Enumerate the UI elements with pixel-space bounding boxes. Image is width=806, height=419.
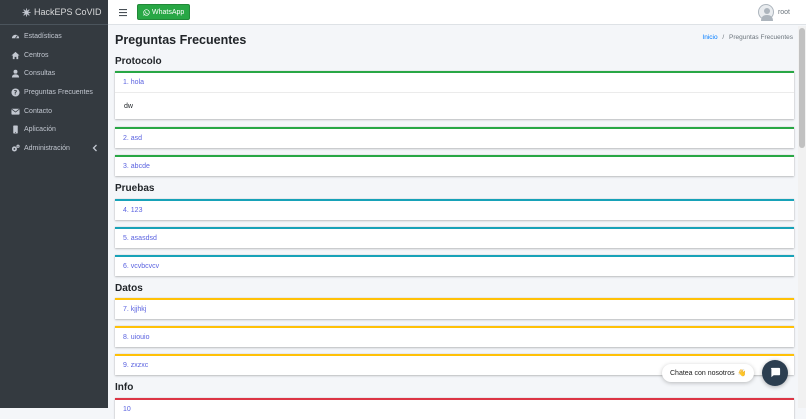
faq-card: 6. vcvbcvcv [115, 255, 794, 276]
breadcrumb-current: Preguntas Frecuentes [729, 34, 793, 41]
section-title-pruebas: Pruebas [115, 183, 155, 194]
faq-question-link[interactable]: 9. zxzxc [123, 362, 149, 369]
whatsapp-icon [143, 8, 150, 16]
svg-text:?: ? [14, 90, 18, 97]
faq-question-link[interactable]: 1. hola [123, 79, 145, 86]
faq-question-link[interactable]: 3. abcde [123, 163, 150, 170]
menu-toggle-icon[interactable] [116, 8, 130, 17]
chat-greeting-text: Chatea con nosotros [670, 369, 735, 377]
sidebar-item-administracion[interactable]: Administración [0, 139, 108, 158]
sidebar: HackEPS CoVID Estadísticas Centros Consu… [0, 0, 108, 408]
chat-launcher-button[interactable] [762, 360, 788, 386]
faq-question-link[interactable]: 2. asd [123, 135, 143, 142]
faq-question-link[interactable]: 7. kjjhkj [123, 306, 147, 313]
faq-card: 7. kjjhkj [115, 298, 794, 319]
whatsapp-button[interactable]: WhatsApp [137, 4, 191, 20]
faq-question-link[interactable]: 8. uiouio [123, 334, 150, 341]
sidebar-item-label: Administración [24, 144, 70, 152]
cogs-icon [11, 144, 20, 153]
breadcrumb-separator: / [722, 34, 725, 41]
faq-card: 1. hola dw [115, 71, 794, 119]
whatsapp-label: WhatsApp [152, 8, 185, 16]
username: root [777, 8, 790, 16]
page-title: Preguntas Frecuentes [115, 33, 247, 47]
faq-card: 2. asd [115, 127, 794, 148]
mobile-icon [11, 125, 20, 134]
sidebar-item-label: Preguntas Frecuentes [24, 88, 93, 96]
faq-card: 4. 123 [115, 199, 794, 220]
sidebar-item-label: Centros [24, 51, 49, 59]
breadcrumb-home-link[interactable]: Inicio [702, 34, 718, 41]
faq-card: 10 [115, 398, 794, 419]
user-doctor-icon [11, 69, 20, 78]
sidebar-item-contacto[interactable]: Contacto [0, 102, 108, 121]
faq-card: 8. uiouio [115, 326, 794, 347]
faq-question-link[interactable]: 10 [123, 406, 131, 413]
home-icon [11, 51, 20, 60]
page-scrollbar[interactable] [798, 26, 806, 408]
faq-card: 5. asasdsd [115, 227, 794, 248]
brand-title: HackEPS CoVID [34, 7, 102, 17]
sidebar-item-centros[interactable]: Centros [0, 46, 108, 65]
sidebar-item-label: Aplicación [24, 126, 56, 134]
breadcrumb: Inicio / Preguntas Frecuentes [702, 34, 793, 41]
faq-question-link[interactable]: 5. asasdsd [123, 235, 157, 242]
section-title-info: Info [115, 382, 134, 393]
sidebar-item-label: Consultas [24, 70, 56, 78]
chevron-left-icon [92, 144, 98, 154]
tachometer-icon [11, 32, 20, 41]
avatar [757, 4, 774, 21]
main-content: Preguntas Frecuentes Inicio / Preguntas … [108, 26, 798, 419]
section-title-protocolo: Protocolo [115, 56, 162, 67]
chat-icon [770, 367, 781, 380]
sidebar-item-consultas[interactable]: Consultas [0, 64, 108, 83]
faq-question-link[interactable]: 6. vcvbcvcv [123, 263, 160, 270]
waving-hand-icon: 👋 [737, 370, 747, 377]
faq-question-link[interactable]: 4. 123 [123, 207, 143, 214]
sidebar-item-label: Contacto [24, 107, 53, 115]
section-title-datos: Datos [115, 283, 143, 294]
virus-icon [22, 7, 31, 17]
faq-card: 3. abcde [115, 155, 794, 176]
sidebar-item-label: Estadísticas [24, 32, 62, 40]
user-menu[interactable]: root [757, 4, 790, 21]
sidebar-item-preguntas-frecuentes[interactable]: ? Preguntas Frecuentes [0, 83, 108, 102]
brand-link[interactable]: HackEPS CoVID [0, 0, 108, 25]
sidebar-item-aplicacion[interactable]: Aplicación [0, 120, 108, 139]
scrollbar-thumb[interactable] [799, 28, 805, 148]
sidebar-item-estadisticas[interactable]: Estadísticas [0, 27, 108, 46]
chat-greeting-bubble[interactable]: Chatea con nosotros 👋 [662, 364, 755, 382]
faq-answer: dw [115, 92, 794, 119]
faq-card: 9. zxzxc [115, 354, 794, 375]
topbar: WhatsApp root [108, 0, 806, 25]
sidebar-nav: Estadísticas Centros Consultas ? Pregunt… [0, 25, 108, 158]
envelope-icon [11, 107, 20, 116]
question-circle-icon: ? [11, 88, 20, 97]
